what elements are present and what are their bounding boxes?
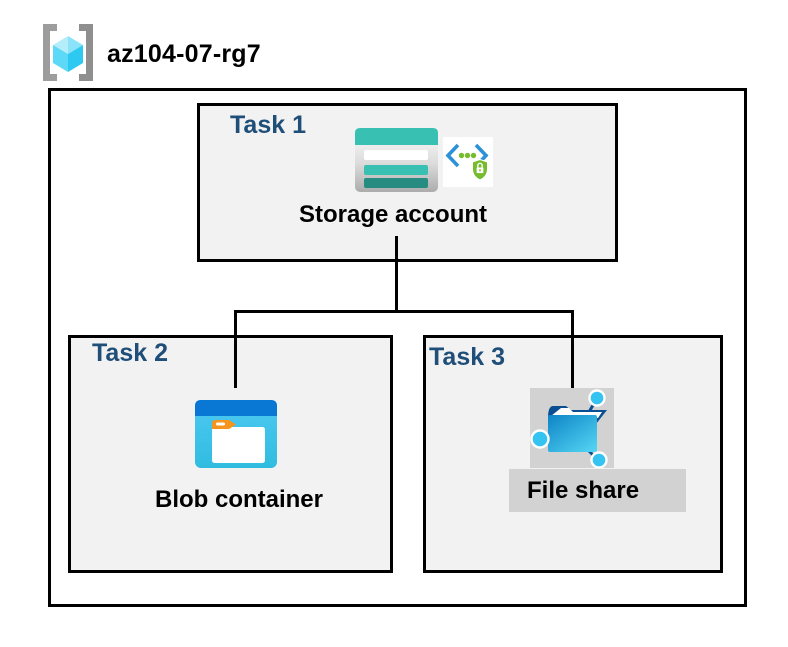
connector-fileshare-vertical	[571, 310, 574, 388]
file-share-label-highlight: File share	[509, 469, 686, 512]
sas-security-shield-icon	[443, 137, 493, 187]
task1-heading: Task 1	[230, 111, 306, 139]
task3-heading: Task 3	[429, 343, 505, 371]
connector-storage-vertical	[395, 236, 398, 313]
resource-group-name: az104-07-rg7	[107, 40, 261, 68]
storage-account-label: Storage account	[298, 201, 488, 228]
blob-container-icon	[195, 400, 277, 468]
connector-blob-vertical	[234, 310, 237, 388]
storage-account-icon	[355, 128, 438, 192]
file-share-icon-highlight	[530, 388, 614, 468]
blob-container-label: Blob container	[154, 486, 323, 513]
resource-group-icon	[43, 24, 93, 81]
file-share-icon	[530, 389, 608, 468]
task2-heading: Task 2	[92, 339, 168, 367]
file-share-label: File share	[527, 477, 640, 504]
connector-horizontal	[234, 310, 574, 313]
